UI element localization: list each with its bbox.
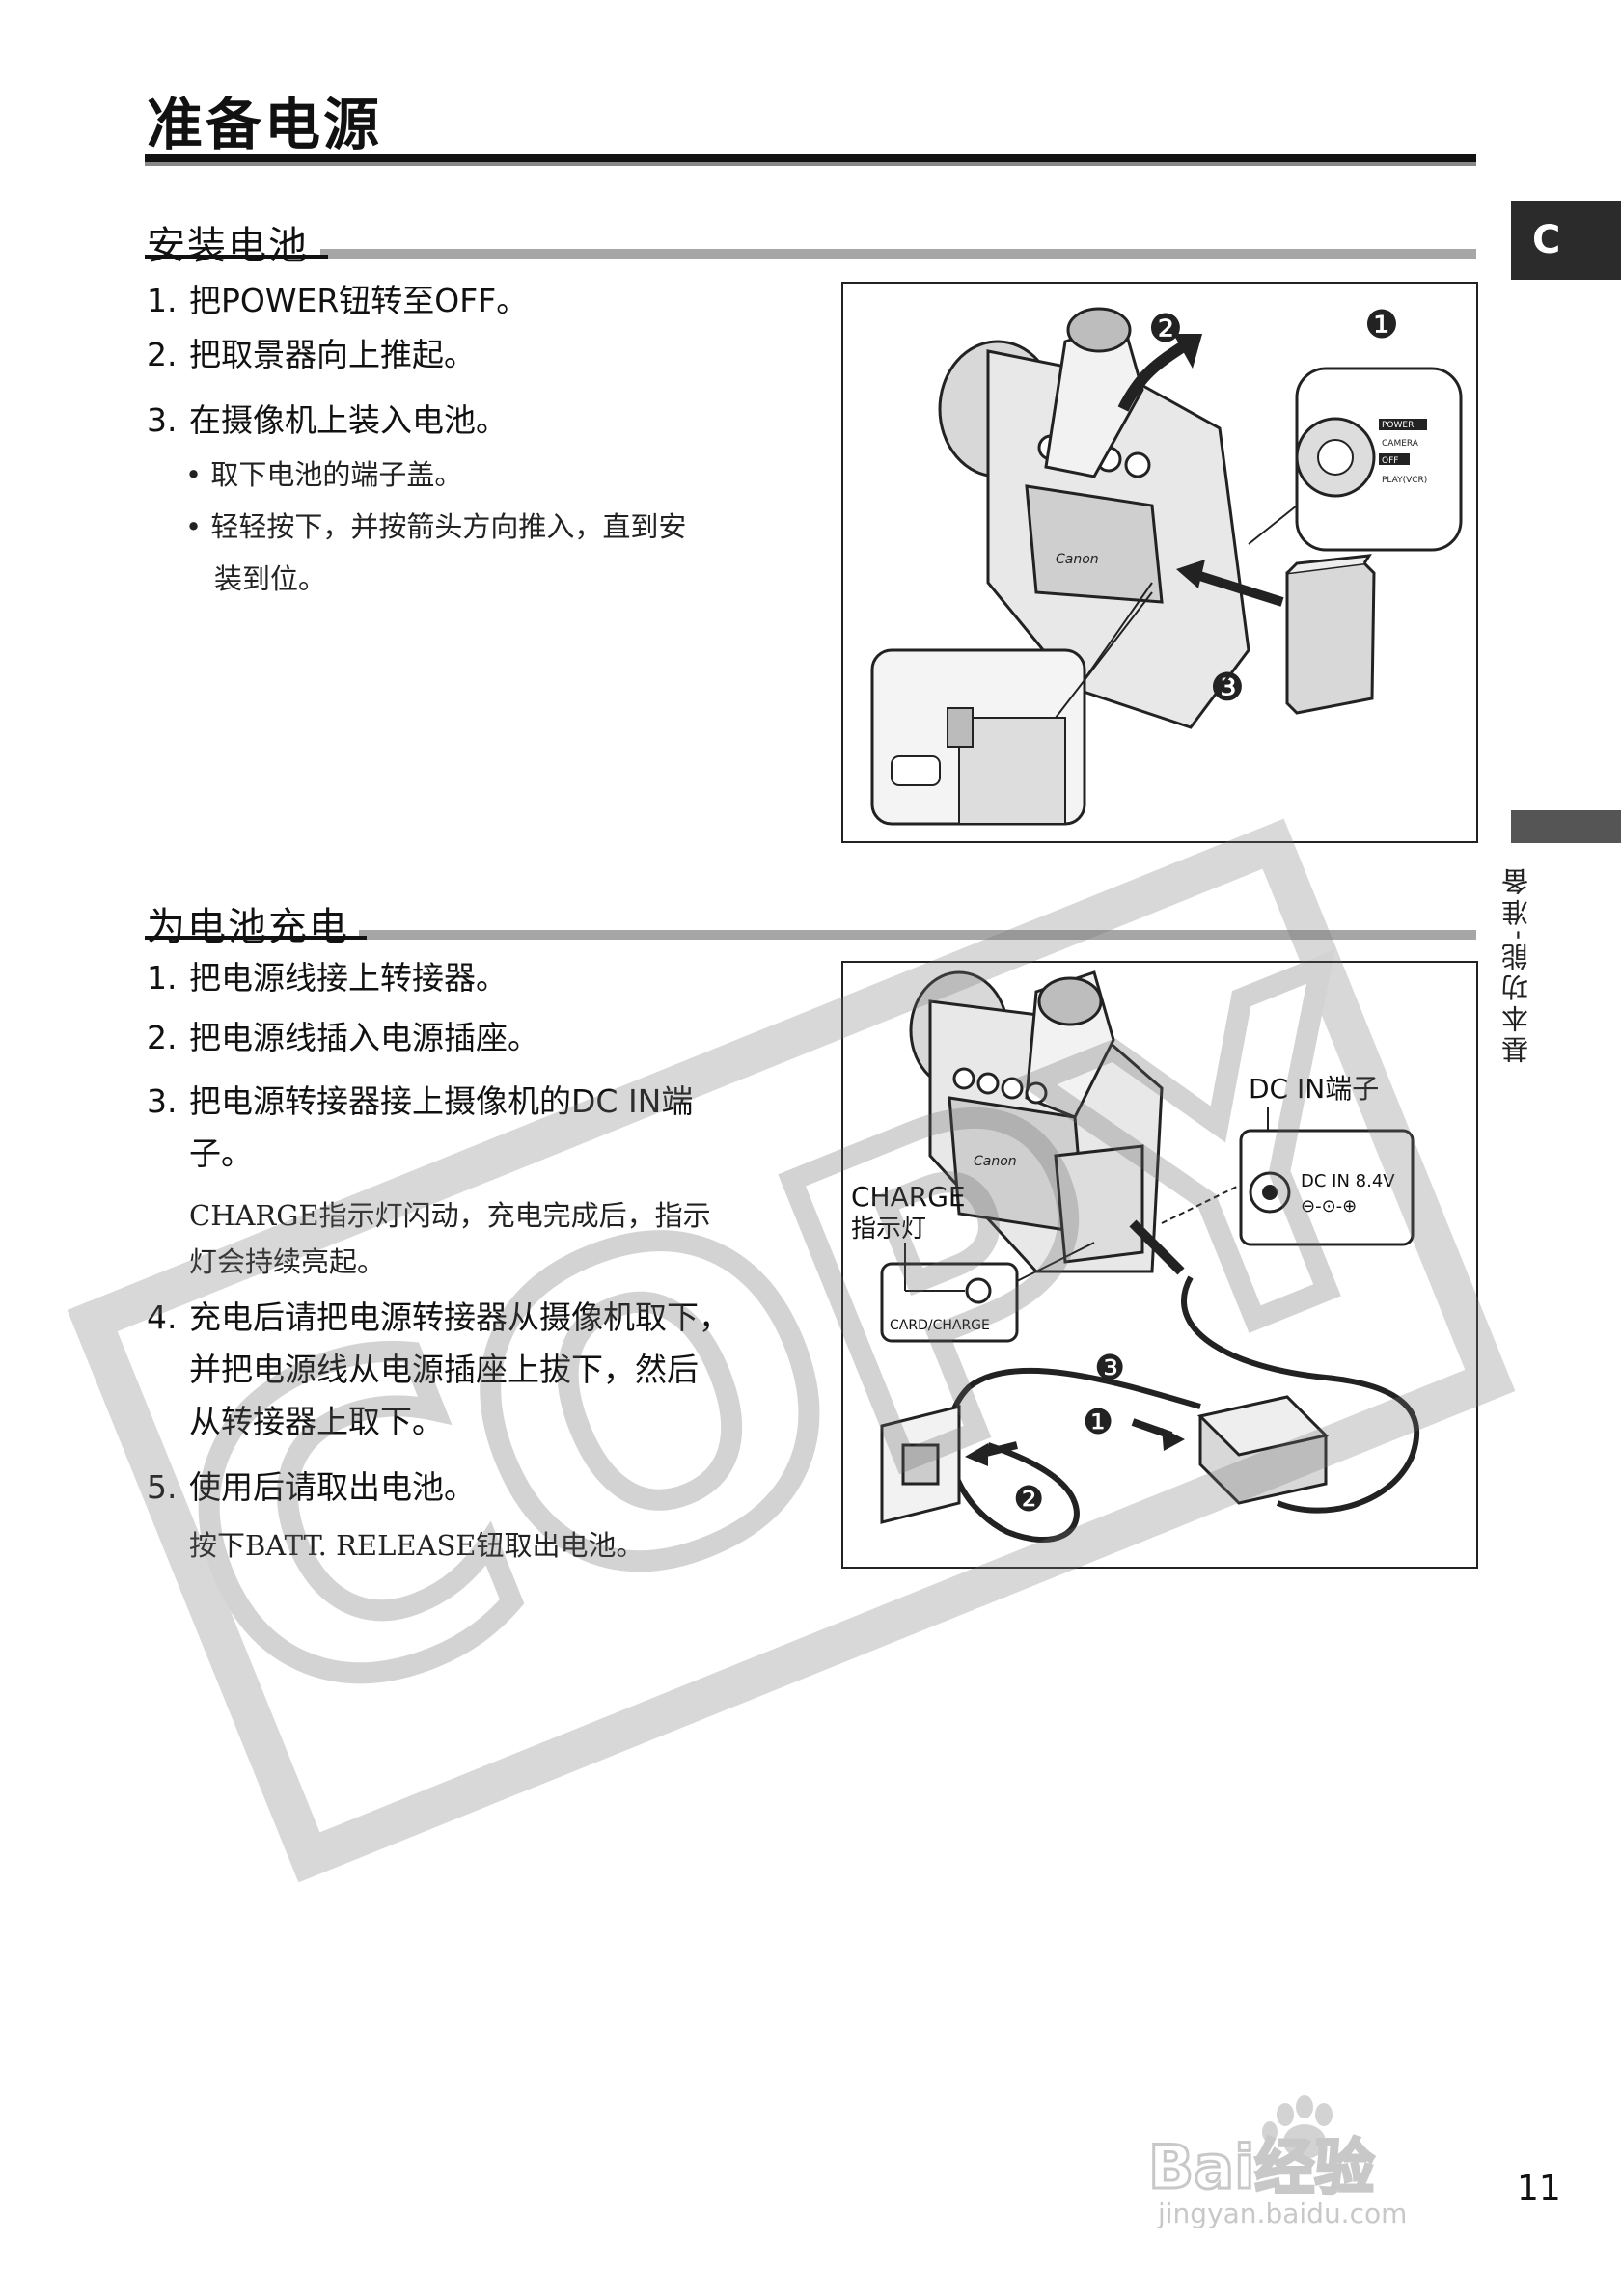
charge-step-3-cont: 子。 xyxy=(189,1134,253,1172)
install-bullet-2-cont: 装到位。 xyxy=(214,562,327,595)
charge-step-1: 1. 把电源线接上转接器。 xyxy=(147,957,508,999)
install-step-1: 1. 把POWER钮转至OFF。 xyxy=(147,280,528,322)
charge-step-2: 2. 把电源线插入电源插座。 xyxy=(147,1017,539,1059)
charge-note-5: 按下BATT. RELEASE钮取出电池。 xyxy=(189,1529,645,1562)
marker-1-icon: ❶ xyxy=(1364,303,1399,347)
battery-pack xyxy=(1285,554,1376,715)
charge-indicator-label: 指示灯 xyxy=(851,1215,926,1244)
charge-heading-underline xyxy=(145,936,367,940)
bullet-icon: • xyxy=(185,510,211,543)
step-number: 3. xyxy=(147,401,178,439)
chapter-tab: C xyxy=(1511,201,1621,280)
step-text: 把电源线插入电源插座。 xyxy=(189,1019,539,1056)
install-battery-figure: Canon POWER CAMERA OFF PLAY(VCR) ❷ ❶ ❸ xyxy=(841,282,1478,843)
title-rule xyxy=(145,154,1476,162)
dial-label-camera: CAMERA xyxy=(1382,439,1419,449)
install-heading-underline xyxy=(145,255,328,259)
side-section-label: 基本功能-准备 xyxy=(1500,864,1532,1064)
install-heading: 安装电池 xyxy=(147,224,309,268)
step-text: 把取景器向上推起。 xyxy=(189,336,476,373)
dial-label-off: OFF xyxy=(1382,456,1398,466)
baidu-logo-text: Bai经验 xyxy=(1148,2132,1374,2202)
marker-2-icon: ❷ xyxy=(1148,307,1183,351)
wall-outlet xyxy=(880,1405,961,1524)
step-number: 2. xyxy=(147,336,178,373)
install-step-3: 3. 在摄像机上装入电池。 xyxy=(147,399,508,442)
page-title: 准备电源 xyxy=(147,92,383,157)
charge-step-3: 3. 把电源转接器接上摄像机的DC IN端 xyxy=(147,1080,693,1123)
step-number: 2. xyxy=(147,1019,178,1056)
power-dial-inset: POWER CAMERA OFF PLAY(VCR) xyxy=(1295,367,1463,552)
baidu-url: jingyan.baidu.com xyxy=(1157,2198,1407,2228)
dc-in-panel: DC IN 8.4V ⊖-⊙-⊕ xyxy=(1239,1129,1415,1246)
baidu-paw-icon: Bai经验 jingyan.baidu.com xyxy=(1147,2095,1407,2229)
install-bullet-2: • 轻轻按下，并按箭头方向推入，直到安 xyxy=(185,506,686,548)
step-number: 1. xyxy=(147,282,178,319)
charge-note-3-line-2: 灯会持续亮起。 xyxy=(189,1245,386,1278)
charge-step-4: 4. 充电后请把电源转接器从摄像机取下， xyxy=(147,1297,730,1339)
camera-brand: Canon xyxy=(1056,552,1099,567)
step-text: 把POWER钮转至OFF。 xyxy=(189,282,529,319)
title-rule-shadow xyxy=(145,162,1476,166)
charge-step-4-cont-2: 从转接器上取下。 xyxy=(189,1403,444,1440)
step-number: 4. xyxy=(147,1298,178,1336)
step-text: 充电后请把电源转接器从摄像机取下， xyxy=(189,1298,730,1336)
bullet-text: 轻轻按下，并按箭头方向推入，直到安 xyxy=(210,510,687,543)
dc-in-label: DC IN端子 xyxy=(1249,1073,1379,1105)
charge-step-5: 5. 使用后请取出电池。 xyxy=(147,1466,476,1509)
charge-battery-figure: Canon DC IN端子 DC IN 8.4V ⊖-⊙-⊕ CHARGE 指示… xyxy=(841,961,1478,1569)
marker-2-icon: ❷ xyxy=(1013,1480,1044,1519)
step-text: 把电源线接上转接器。 xyxy=(189,959,508,997)
charge-step-4-cont-1: 并把电源线从电源插座上拔下，然后 xyxy=(189,1351,699,1388)
install-heading-rule xyxy=(320,249,1476,259)
marker-1-icon: ❶ xyxy=(1083,1403,1113,1442)
bullet-text: 取下电池的端子盖。 xyxy=(210,458,463,491)
baidu-watermark: Bai经验 jingyan.baidu.com xyxy=(1147,2093,1505,2229)
dial-label-play: PLAY(VCR) xyxy=(1382,476,1427,485)
camera-brand: Canon xyxy=(974,1154,1017,1169)
step-number: 5. xyxy=(147,1468,178,1506)
charge-note-3-line-1: CHARGE指示灯闪动，充电完成后，指示 xyxy=(189,1199,711,1232)
section-tab xyxy=(1511,810,1621,843)
charge-indicator-inset: CARD/CHARGE xyxy=(880,1243,1019,1343)
dc-in-rating: DC IN 8.4V xyxy=(1301,1171,1395,1191)
bullet-icon: • xyxy=(185,458,211,491)
install-battery-illustration: Canon POWER CAMERA OFF PLAY(VCR) ❷ ❶ ❸ xyxy=(870,303,1463,826)
step-number: 1. xyxy=(147,959,178,997)
power-adapter xyxy=(1197,1395,1329,1505)
card-charge-label: CARD/CHARGE xyxy=(890,1318,990,1333)
polarity-icon: ⊖-⊙-⊕ xyxy=(1301,1196,1357,1216)
charge-heading-rule xyxy=(359,930,1476,940)
step-number: 3. xyxy=(147,1082,178,1120)
step-text: 在摄像机上装入电池。 xyxy=(189,401,508,439)
charge-battery-illustration: Canon DC IN端子 DC IN 8.4V ⊖-⊙-⊕ CHARGE 指示… xyxy=(851,970,1420,1543)
marker-3-icon: ❸ xyxy=(1094,1349,1125,1388)
install-step-2: 2. 把取景器向上推起。 xyxy=(147,334,476,376)
latch-inset xyxy=(870,648,1086,826)
step-text: 使用后请取出电池。 xyxy=(189,1468,476,1506)
install-bullet-1: • 取下电池的端子盖。 xyxy=(185,453,462,496)
page-number: 11 xyxy=(1517,2169,1561,2208)
marker-3-icon: ❸ xyxy=(1210,666,1245,710)
charge-heading: 为电池充电 xyxy=(147,905,349,949)
step-text: 把电源转接器接上摄像机的DC IN端 xyxy=(189,1082,694,1120)
dial-label-power: POWER xyxy=(1382,421,1414,430)
charge-label: CHARGE xyxy=(851,1181,966,1213)
